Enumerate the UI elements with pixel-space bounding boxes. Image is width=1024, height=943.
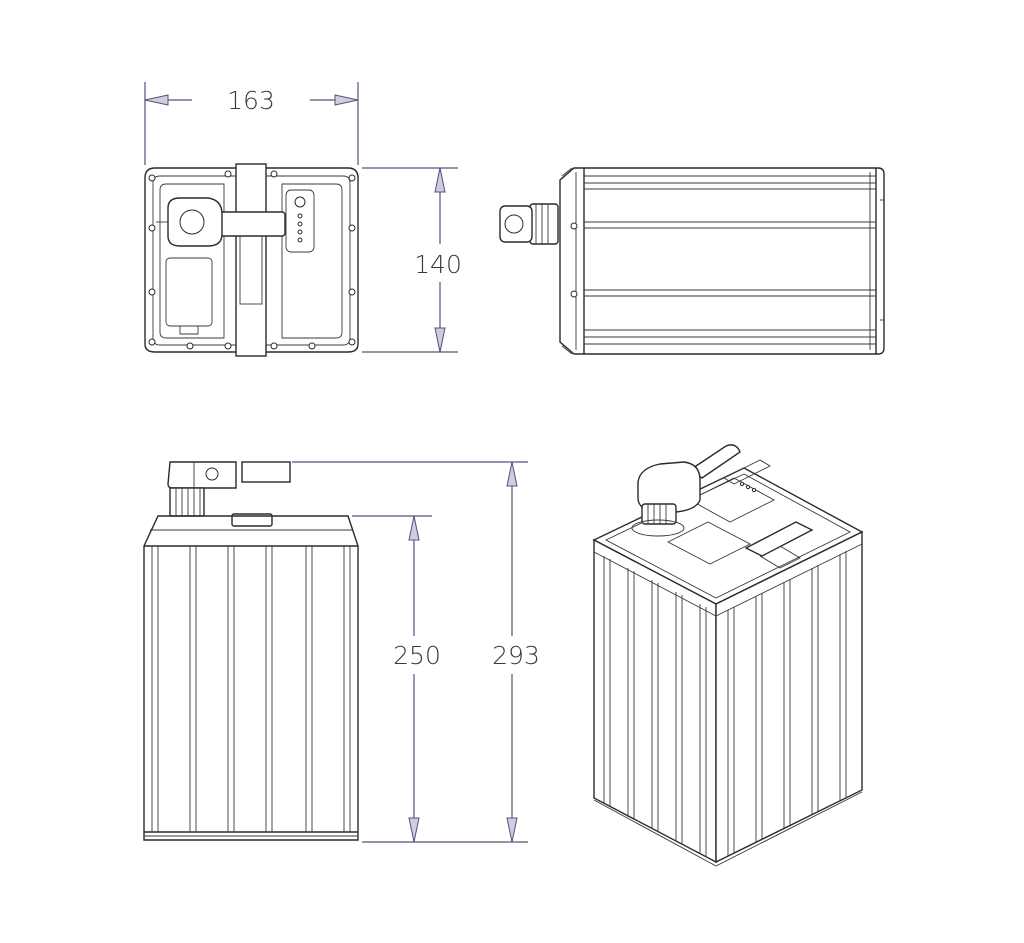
dimension-height-body-label: 250 (393, 641, 441, 670)
front-view (143, 461, 359, 841)
top-view (144, 163, 359, 357)
dimension-height-total: 293 (292, 461, 540, 843)
dimension-height-total-label: 293 (492, 641, 540, 670)
dimension-width: 163 (144, 82, 359, 165)
dimension-height-top: 140 (362, 167, 462, 353)
side-view (499, 167, 885, 355)
isometric-view (592, 444, 864, 867)
dimension-height-top-label: 140 (414, 250, 462, 279)
dimension-width-label: 163 (227, 86, 275, 115)
dimension-height-body: 250 (352, 515, 528, 843)
